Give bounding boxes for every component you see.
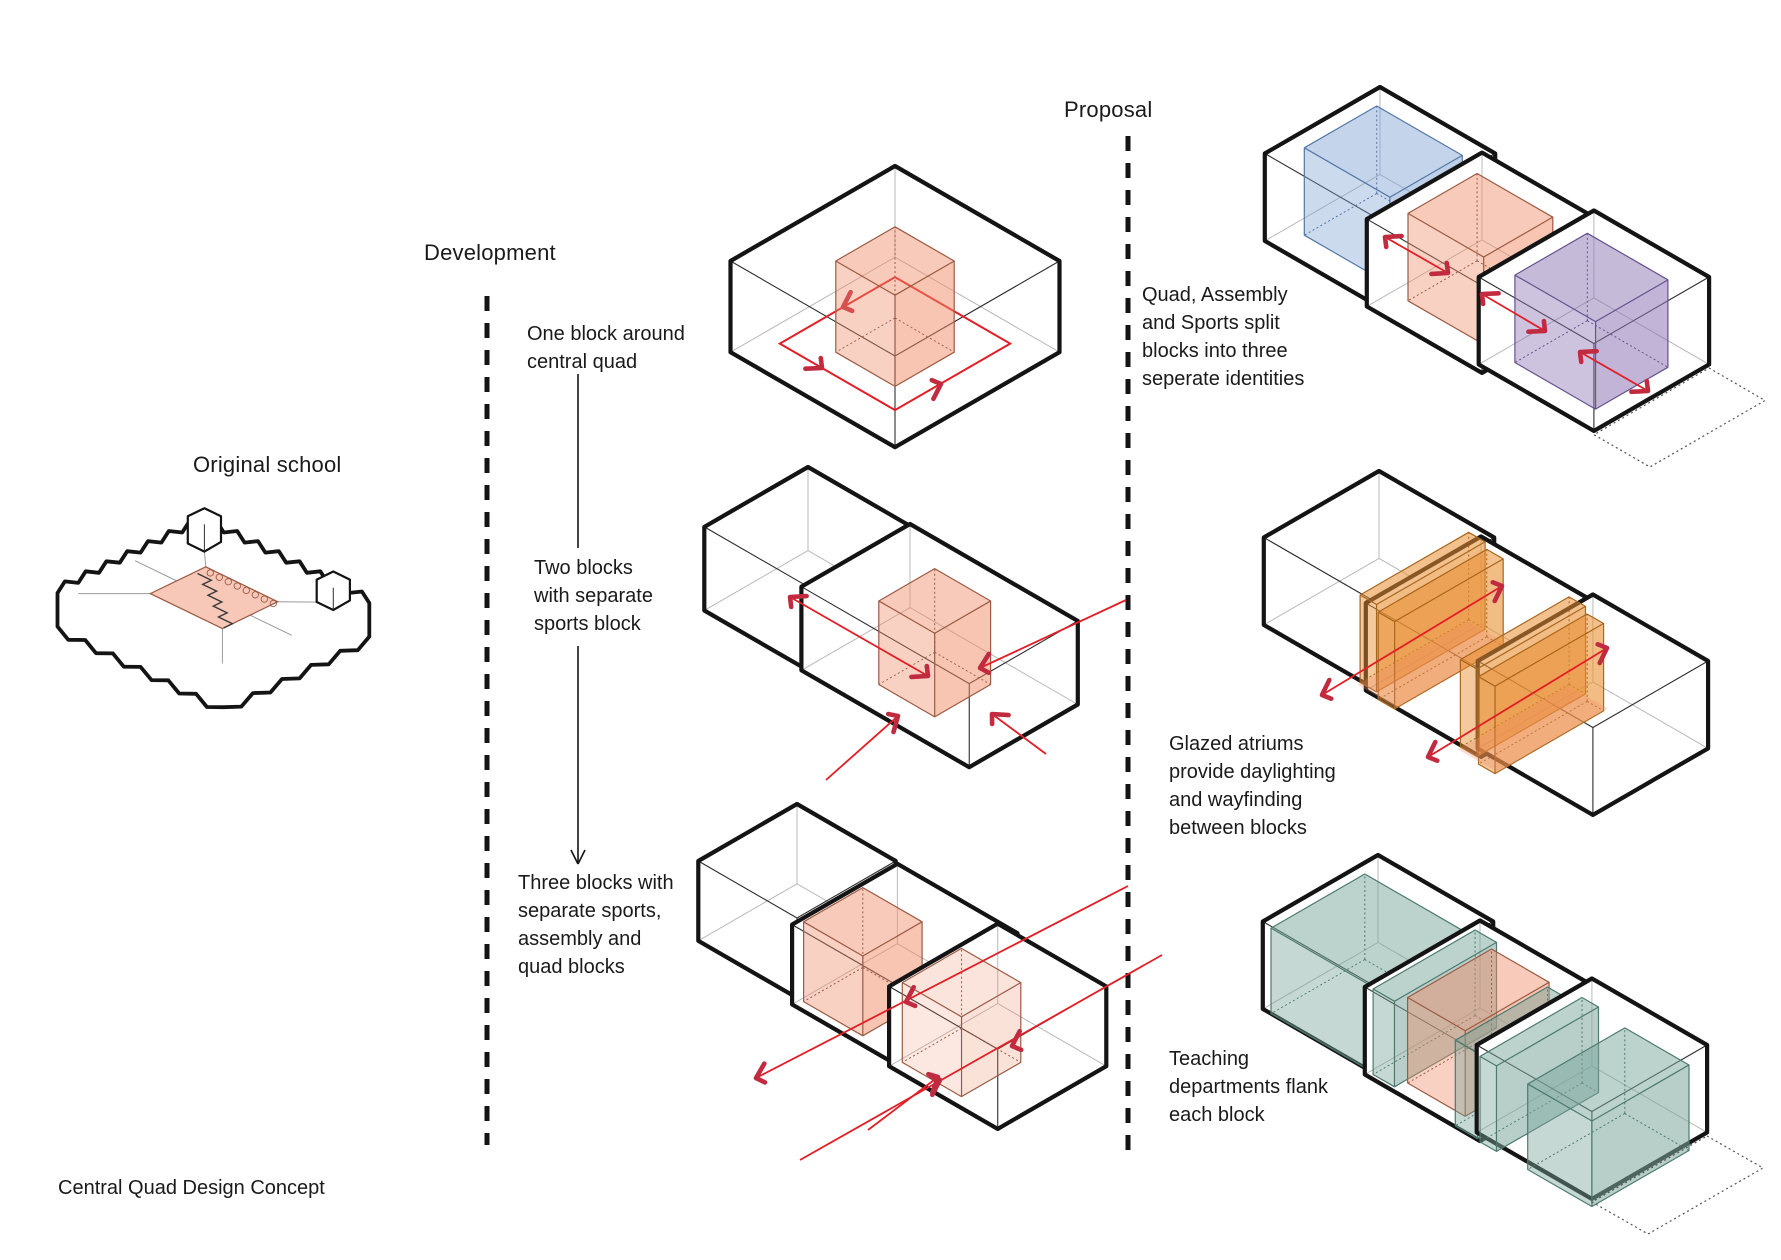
proposal-heading: Proposal	[1064, 97, 1153, 122]
development-flow-arrow	[570, 374, 586, 865]
development-step-label-1: One block around central quad	[527, 323, 685, 373]
proposal-step-label-1: Quad, Assembly and Sports split blocks i…	[1142, 284, 1305, 390]
diagram-proposal-identities	[1262, 84, 1767, 468]
original-school-label: Original school	[193, 452, 342, 477]
footer-title: Central Quad Design Concept	[58, 1177, 325, 1199]
diagram-one-block-around-quad	[728, 163, 1062, 450]
proposal-step-label-3: Teaching departments flank each block	[1169, 1048, 1328, 1126]
development-step-label-3: Three blocks with separate sports, assem…	[518, 872, 674, 978]
diagram-three-blocks	[696, 801, 1163, 1161]
diagram-proposal-atriums	[1261, 468, 1711, 818]
development-step-label-2: Two blocks with separate sports block	[534, 557, 653, 635]
development-heading: Development	[424, 240, 556, 265]
proposal-step-label-2: Glazed atriums provide daylighting and w…	[1169, 733, 1336, 839]
diagram-proposal-teaching	[1260, 852, 1765, 1235]
original-school-drawing	[55, 507, 372, 710]
diagram-two-blocks	[702, 464, 1127, 781]
